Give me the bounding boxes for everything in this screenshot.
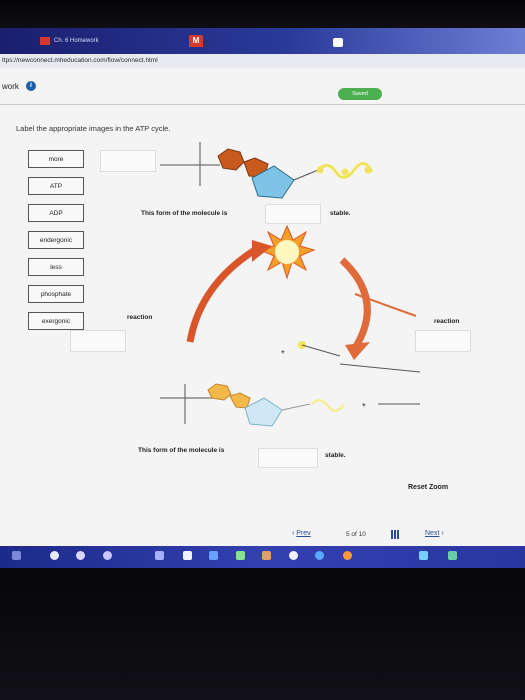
page-count: 5 of 10 xyxy=(346,531,366,538)
question-prompt: Label the appropriate images in the ATP … xyxy=(16,124,171,133)
tab-favicon-icon xyxy=(40,37,50,45)
tab-title: Ch. 6 Homework xyxy=(54,38,99,44)
right-arrow-head xyxy=(345,342,370,360)
adp-pentagon-icon xyxy=(229,392,251,409)
ribose-icon xyxy=(251,165,295,199)
taskbar-app-icon[interactable] xyxy=(76,551,85,560)
next-button[interactable]: Next › xyxy=(425,530,444,537)
adenine-hexagon-icon xyxy=(217,148,245,171)
free-link xyxy=(301,344,341,357)
m-icon[interactable]: M xyxy=(189,35,203,47)
drop-zone-top-stable[interactable] xyxy=(265,204,321,224)
adp-phosphate-tail-icon xyxy=(310,399,346,412)
grid-icon[interactable] xyxy=(391,530,400,539)
header-divider xyxy=(0,104,525,105)
taskbar-app-icon[interactable] xyxy=(12,551,21,560)
top-sentence: This form of the molecule is xyxy=(141,210,228,217)
taskbar-app-icon[interactable] xyxy=(236,551,245,560)
taskbar-app-icon[interactable] xyxy=(50,551,59,560)
taskbar-app-icon[interactable] xyxy=(448,551,457,560)
atp-molecule xyxy=(160,142,374,199)
drop-zone-left-reaction[interactable] xyxy=(70,330,126,352)
taskbar-app-icon[interactable] xyxy=(262,551,271,560)
right-reaction-text: reaction xyxy=(434,318,460,325)
top-stable-text: stable. xyxy=(330,210,351,217)
browser-tabbar xyxy=(0,28,525,54)
adp-molecule xyxy=(160,383,346,427)
taskbar-app-icon[interactable] xyxy=(103,551,112,560)
phosphate-ball-1 xyxy=(316,166,324,174)
sun-core xyxy=(275,240,299,264)
browser-tab[interactable]: Ch. 6 Homework xyxy=(40,35,99,47)
drop-zone-top-molecule[interactable] xyxy=(100,150,156,172)
label-chip-endergonic[interactable]: endergonic xyxy=(28,231,84,249)
taskbar-app-icon[interactable] xyxy=(289,551,298,560)
left-arrow-icon xyxy=(186,247,257,343)
prev-label: Prev xyxy=(296,530,311,537)
phosphate-link xyxy=(293,169,319,181)
taskbar-app-icon[interactable] xyxy=(155,551,164,560)
next-label: Next xyxy=(425,530,440,537)
reset-zoom-button[interactable]: Reset Zoom xyxy=(408,484,449,491)
left-reaction-text: reaction xyxy=(127,314,153,321)
taskbar-app-icon[interactable] xyxy=(343,551,352,560)
released-phosphate xyxy=(298,341,421,405)
adp-link xyxy=(281,403,311,411)
prev-button[interactable]: ‹ Prev xyxy=(292,530,311,537)
plus-sign-upper: + xyxy=(281,349,285,356)
phosphate-ball-3 xyxy=(364,166,372,174)
left-arrow-head xyxy=(252,240,272,262)
taskbar-app-icon[interactable] xyxy=(183,551,192,560)
bottom-sentence: This form of the molecule is xyxy=(138,447,225,454)
taskbar-app-icon[interactable] xyxy=(315,551,324,560)
saved-badge: Saved xyxy=(338,88,382,100)
right-arrow-icon xyxy=(339,257,371,350)
photo-bottom-edge xyxy=(0,568,525,700)
taskbar-app-icon[interactable] xyxy=(209,551,218,560)
sun-icon xyxy=(258,224,316,280)
label-chip-adp[interactable]: ADP xyxy=(28,204,84,222)
lock-icon[interactable] xyxy=(333,38,343,47)
free-line xyxy=(339,363,421,373)
adp-adenine-icon xyxy=(207,383,232,401)
label-chip-phosphate[interactable]: phosphate xyxy=(28,285,84,303)
drop-zone-bottom-stable[interactable] xyxy=(258,448,318,468)
label-chip-atp[interactable]: ATP xyxy=(28,177,84,195)
phosphate-ball-2 xyxy=(341,168,349,176)
drop-zone-right-reaction[interactable] xyxy=(415,330,471,352)
adp-ribose-icon xyxy=(244,397,283,427)
url-bar[interactable]: ttps://newconnect.mheducation.com/flow/c… xyxy=(0,54,525,68)
header-title: work xyxy=(2,82,19,91)
taskbar-app-icon[interactable] xyxy=(419,551,428,560)
info-icon[interactable]: i xyxy=(26,81,36,91)
label-chip-less[interactable]: less xyxy=(28,258,84,276)
phosphate-tail-icon xyxy=(316,162,374,179)
bottom-stable-text: stable. xyxy=(325,452,346,459)
right-arrow-tail xyxy=(354,293,417,317)
label-chip-more[interactable]: more xyxy=(28,150,84,168)
label-chip-exergonic[interactable]: exergonic xyxy=(28,312,84,330)
plus-sign-lower: + xyxy=(362,402,366,409)
url-text: ttps://newconnect.mheducation.com/flow/c… xyxy=(2,57,158,64)
